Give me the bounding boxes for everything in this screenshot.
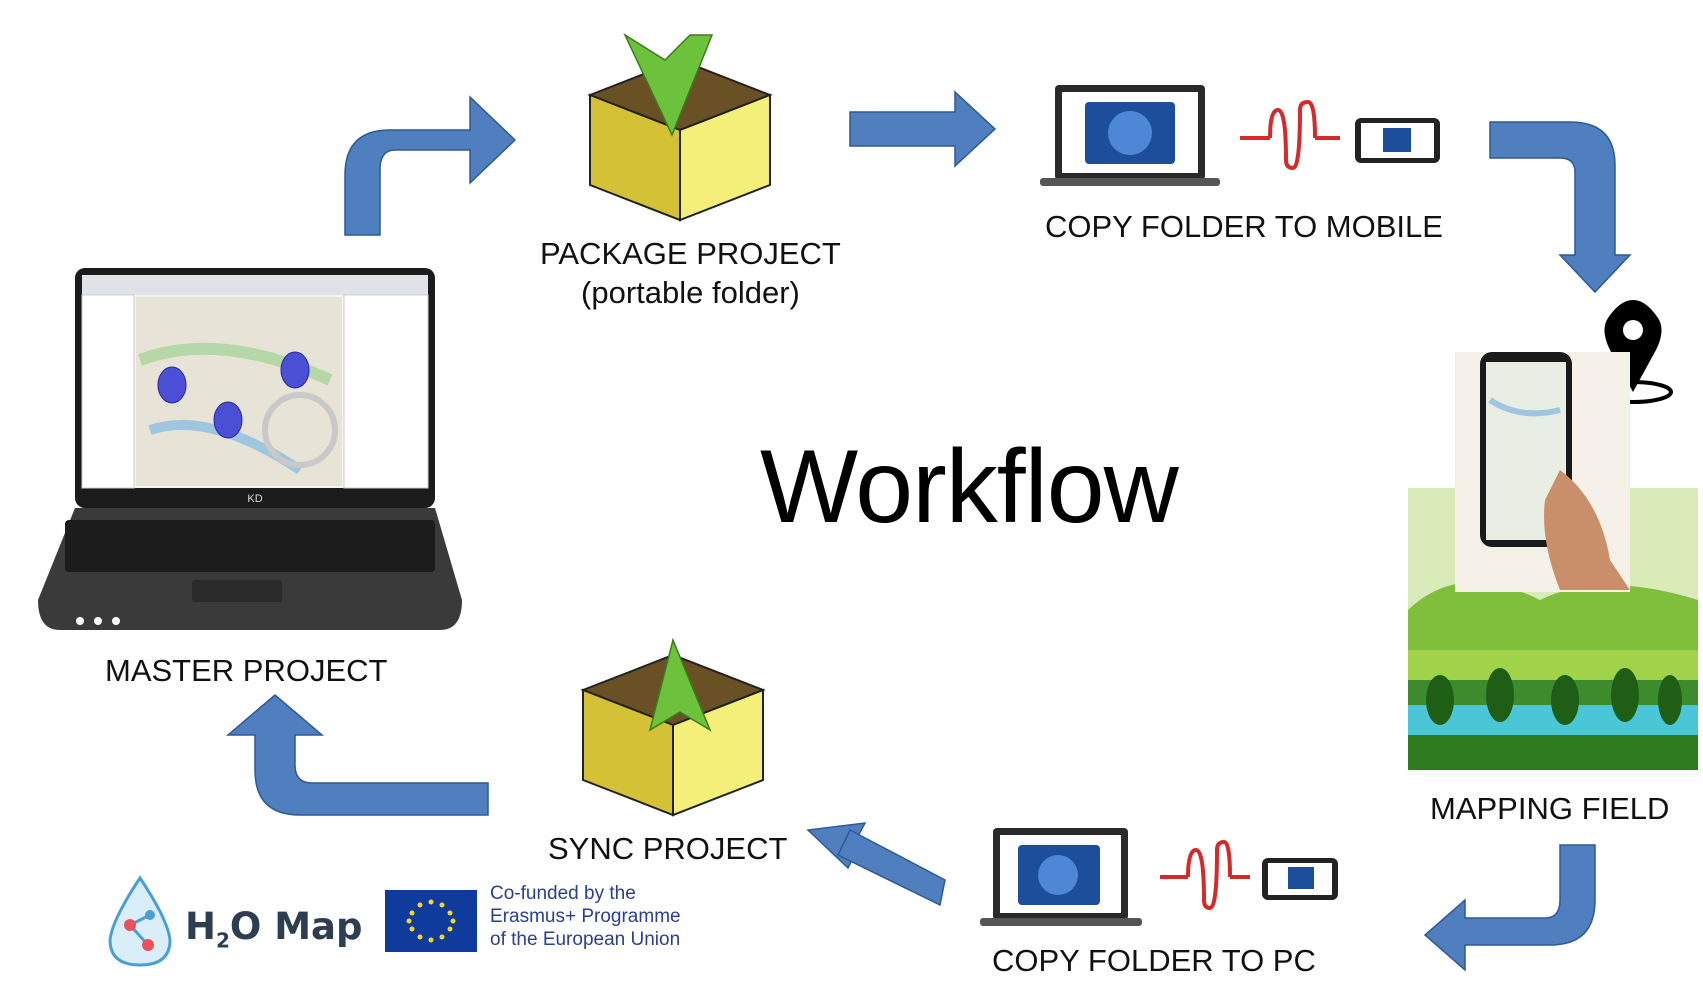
label-copy-folder-to-mobile: COPY FOLDER TO MOBILE <box>1045 209 1443 244</box>
eu-line-1: Co-funded by the <box>490 883 636 904</box>
logo-sub: 2 <box>215 928 230 953</box>
label-package-project: PACKAGE PROJECT (portable folder) <box>540 235 841 313</box>
label-sync-project: SYNC PROJECT <box>548 831 788 866</box>
h2o-map-logo-text: H2O Map <box>185 905 363 952</box>
diagram-title: Workflow <box>760 429 1179 545</box>
logo-h: H <box>185 905 216 948</box>
laptop-brand: KD <box>247 493 262 505</box>
eu-line-2: Erasmus+ Programme <box>490 906 681 927</box>
eu-line-3: of the European Union <box>490 929 681 950</box>
label-package-line2: (portable folder) <box>581 274 800 310</box>
label-package-line1: PACKAGE PROJECT <box>540 236 841 271</box>
label-mapping-field: MAPPING FIELD <box>1430 791 1670 826</box>
label-master-project: MASTER PROJECT <box>105 653 388 688</box>
eu-cofunded-text: Co-funded by the Erasmus+ Programme of t… <box>490 882 681 951</box>
logo-o-map: O Map <box>229 905 363 948</box>
